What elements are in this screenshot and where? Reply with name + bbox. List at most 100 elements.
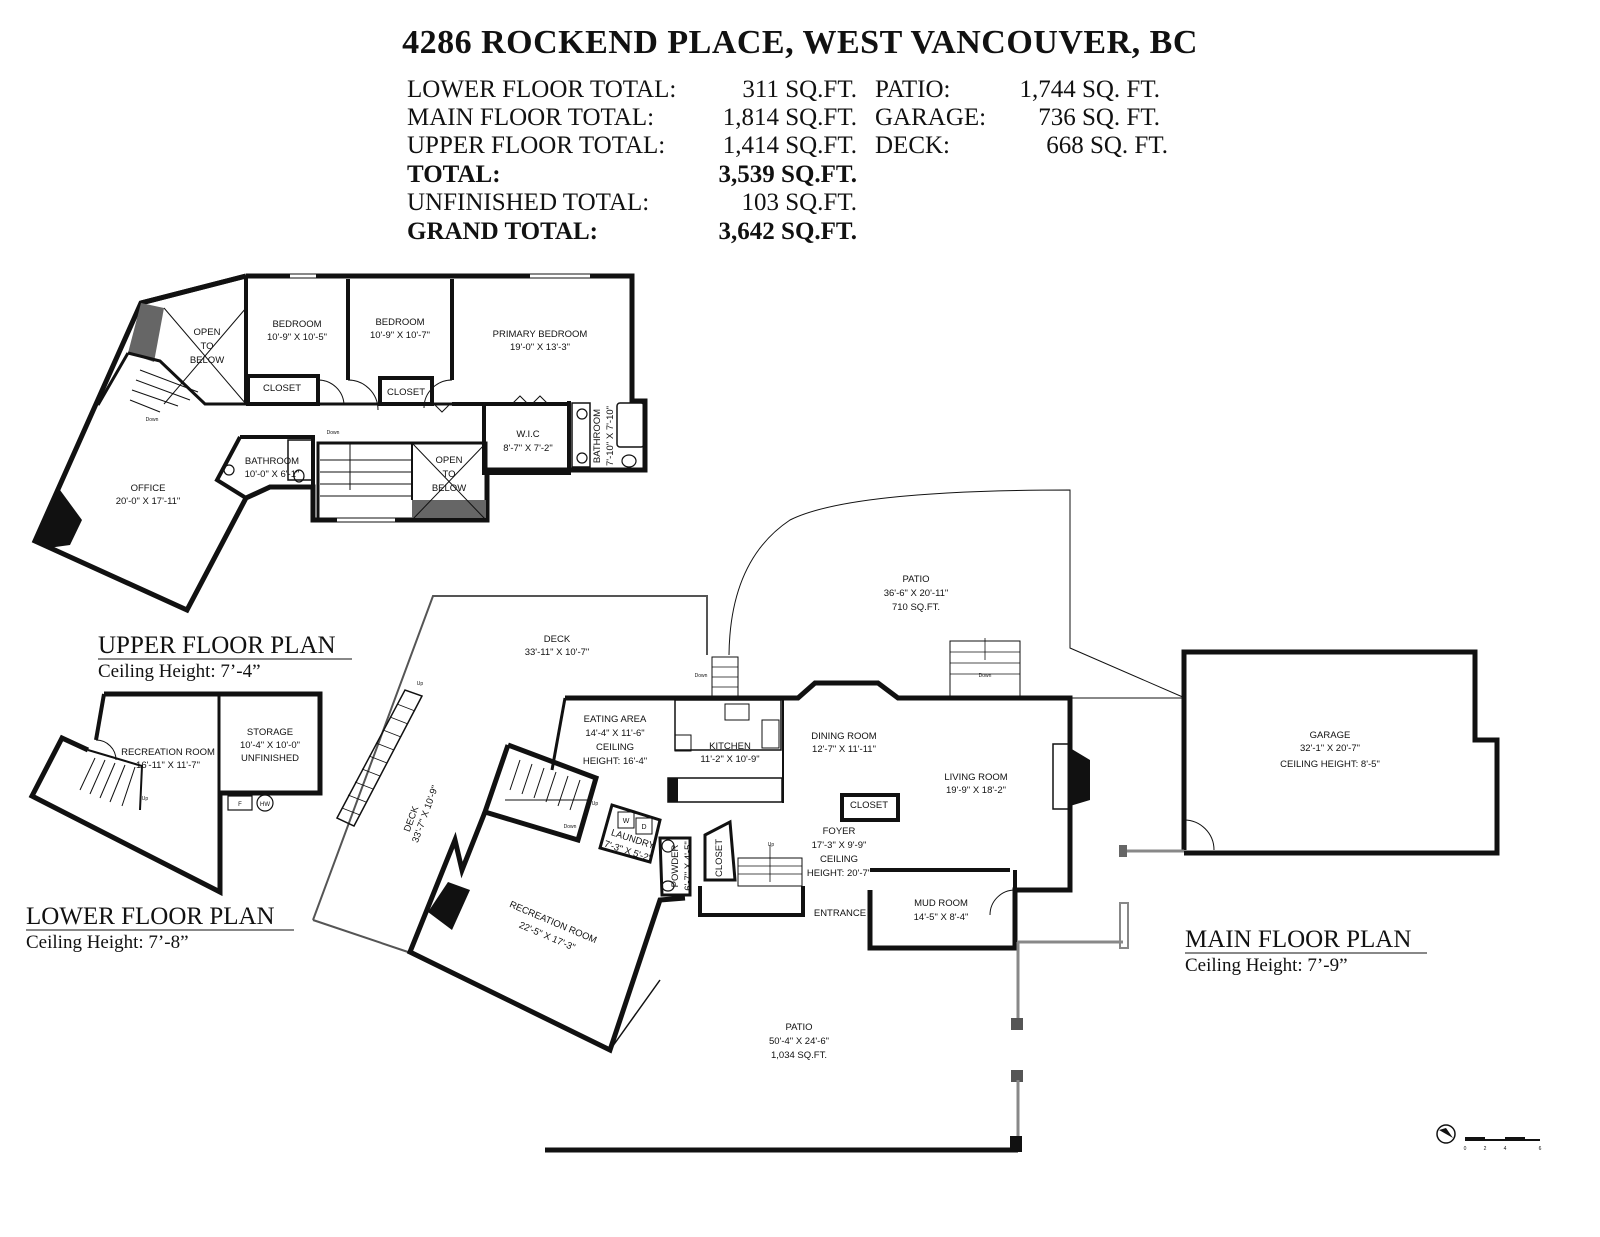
- foyer-ceiling-2: HEIGHT: 20'-7": [807, 868, 871, 879]
- main-down-3: Down: [564, 824, 577, 830]
- scale-tick-3: 6: [1539, 1146, 1542, 1152]
- dryer-label: D: [641, 824, 646, 831]
- grand-total-label: GRAND TOTAL:: [407, 218, 599, 245]
- north-arrow-scale: [1436, 1124, 1540, 1144]
- upper-floor-value: 1,414 SQ.FT.: [722, 132, 857, 159]
- open-to-below-2-l1: OPEN: [436, 455, 463, 466]
- patio-value: 1,744 SQ. FT.: [1019, 76, 1160, 103]
- upper-closet-1: CLOSET: [263, 383, 301, 394]
- office-name: OFFICE: [131, 483, 166, 494]
- garage-label: GARAGE:: [875, 104, 987, 131]
- hot-water-label: HW: [260, 802, 270, 808]
- main-up-1: Up: [768, 842, 775, 848]
- main-plan-title: MAIN FLOOR PLAN: [1185, 926, 1411, 953]
- mud-room-name: MUD ROOM: [914, 898, 968, 909]
- grand-total-value: 3,642 SQ.FT.: [718, 218, 857, 245]
- washer-label: W: [623, 818, 630, 825]
- eating-area-name: EATING AREA: [584, 714, 647, 725]
- primary-bedroom-name: PRIMARY BEDROOM: [493, 329, 588, 340]
- upper-plan-title: UPPER FLOOR PLAN: [98, 632, 336, 659]
- upper-bedroom-1-name: BEDROOM: [272, 319, 321, 330]
- main-down-1: Down: [695, 673, 708, 679]
- living-dims: 19'-9" X 18'-2": [946, 785, 1006, 796]
- powder-dims: 6'-7" X 4'-5": [683, 841, 694, 890]
- eating-area-ceiling-2: HEIGHT: 16'-4": [583, 756, 647, 767]
- open-to-below-1-l1: OPEN: [194, 327, 221, 338]
- dining-dims: 12'-7" X 11'-11": [812, 744, 876, 755]
- unfinished-label: UNFINISHED TOTAL:: [407, 189, 650, 216]
- storage-dims: 10'-4" X 10'-0": [240, 740, 300, 751]
- open-to-below-1-l2: TO: [200, 341, 213, 352]
- lower-floor-value: 311 SQ.FT.: [742, 76, 857, 103]
- kitchen-name: KITCHEN: [709, 741, 751, 752]
- main-down-2: Down: [979, 673, 992, 679]
- patio-top-name: PATIO: [902, 574, 929, 585]
- upper-closet-2: CLOSET: [387, 387, 425, 398]
- eating-area-ceiling-1: CEILING: [596, 742, 634, 753]
- open-to-below-2-l3: BELOW: [432, 483, 466, 494]
- lower-rec-name: RECREATION ROOM: [121, 747, 215, 758]
- upper-down-2: Down: [146, 417, 159, 423]
- deck-label: DECK:: [875, 132, 950, 159]
- primary-bath-name: BATHROOM: [592, 409, 603, 463]
- patio-label: PATIO:: [875, 76, 951, 103]
- main-up-3: Up: [417, 681, 424, 687]
- garage-name: GARAGE: [1310, 730, 1351, 741]
- foyer-ceiling-1: CEILING: [820, 854, 858, 865]
- main-floor-label: MAIN FLOOR TOTAL:: [407, 104, 655, 131]
- office-bath-name: BATHROOM: [245, 456, 299, 467]
- main-plan-ceiling: Ceiling Height: 7’-9”: [1185, 955, 1348, 976]
- dining-name: DINING ROOM: [811, 731, 877, 742]
- living-name: LIVING ROOM: [944, 772, 1007, 783]
- lower-plan-ceiling: Ceiling Height: 7’-8”: [26, 932, 189, 953]
- upper-plan-ceiling: Ceiling Height: 7’-4”: [98, 661, 261, 682]
- open-to-below-2-l2: TO: [442, 469, 455, 480]
- unfinished-value: 103 SQ.FT.: [741, 189, 857, 216]
- upper-bedroom-2-dims: 10'-9" X 10'-7": [370, 330, 430, 341]
- lower-plan-title: LOWER FLOOR PLAN: [26, 903, 275, 930]
- entrance-label: ENTRANCE: [814, 908, 866, 919]
- main-floor-plan: [312, 489, 1500, 1153]
- patio-bottom-name: PATIO: [785, 1022, 812, 1033]
- kitchen-dims: 11'-2" X 10'-9": [700, 754, 759, 765]
- patio-bottom-dims: 50'-4" X 24'-6": [769, 1036, 829, 1047]
- patio-top-dims: 36'-6" X 20'-11": [884, 588, 949, 599]
- scale-tick-2: 4: [1504, 1146, 1507, 1152]
- primary-bath-dims: 7'-10" X 7'-10": [605, 406, 616, 466]
- open-to-below-1-l3: BELOW: [190, 355, 224, 366]
- garage-ceiling: CEILING HEIGHT: 8'-5": [1280, 759, 1380, 770]
- storage-name: STORAGE: [247, 727, 293, 738]
- deck-top-name: DECK: [544, 634, 571, 645]
- scale-tick-1: 2: [1484, 1146, 1487, 1152]
- upper-floor-label: UPPER FLOOR TOTAL:: [407, 132, 666, 159]
- foyer-closet: CLOSET: [850, 800, 888, 811]
- upper-down-1: Down: [327, 430, 340, 436]
- total-label: TOTAL:: [407, 161, 501, 188]
- total-value: 3,539 SQ.FT.: [718, 161, 857, 188]
- garage-value: 736 SQ. FT.: [1038, 104, 1160, 131]
- patio-top-area: 710 SQ.FT.: [892, 602, 940, 613]
- lower-floor-label: LOWER FLOOR TOTAL:: [407, 76, 677, 103]
- upper-bedroom-2-name: BEDROOM: [375, 317, 424, 328]
- office-dims: 20'-0" X 17'-11": [116, 496, 181, 507]
- main-floor-value: 1,814 SQ.FT.: [722, 104, 857, 131]
- primary-bedroom-dims: 19'-0" X 13'-3": [510, 342, 570, 353]
- wic-dims: 8'-7" X 7'-2": [503, 443, 552, 454]
- mud-room-dims: 14'-5" X 8'-4": [914, 912, 969, 923]
- foyer-name: FOYER: [823, 826, 856, 837]
- upper-bedroom-1-dims: 10'-9" X 10'-5": [267, 332, 327, 343]
- storage-note: UNFINISHED: [241, 753, 299, 764]
- lower-up: Up: [142, 796, 149, 802]
- eating-area-dims: 14'-4" X 11'-6": [585, 728, 644, 739]
- upper-floor-plan: [31, 273, 648, 614]
- main-up-2: Up: [592, 801, 599, 807]
- deck-value: 668 SQ. FT.: [1046, 132, 1168, 159]
- scale-tick-0: 0: [1464, 1146, 1467, 1152]
- foyer-dims: 17'-3" X 9'-9": [812, 840, 867, 851]
- lower-floor-plan: [28, 691, 323, 897]
- vertical-closet: CLOSET: [714, 839, 725, 877]
- patio-bottom-area: 1,034 SQ.FT.: [771, 1050, 827, 1061]
- furnace-label: F: [238, 802, 242, 808]
- powder-name: POWDER: [670, 844, 681, 887]
